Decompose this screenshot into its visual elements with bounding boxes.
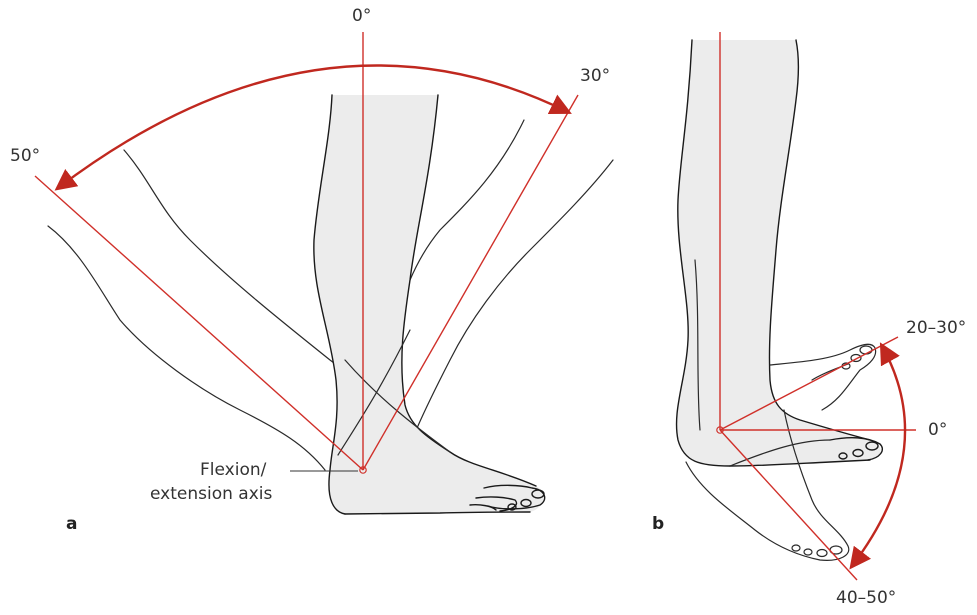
- panel-b-figure: [677, 32, 916, 580]
- plantarflexion-axis-line: [35, 176, 363, 470]
- panel-label-b: b: [652, 514, 664, 534]
- angle-label-lower-b: 40–50°: [836, 588, 896, 608]
- range-of-motion-arc-a: [58, 65, 568, 188]
- frontal-leg-fill: [677, 40, 881, 466]
- dorsiflexed-leg-outline: [412, 160, 613, 440]
- dorsiflexed-foot-outline: [770, 344, 876, 410]
- neutral-leg-fill: [314, 95, 544, 514]
- angle-label-upper-b: 20–30°: [906, 318, 966, 338]
- angle-label-plantarflexion-a: 50°: [10, 146, 40, 166]
- panel-label-a: a: [66, 514, 77, 534]
- axis-label-line1: Flexion/: [200, 460, 266, 480]
- dorsiflexed-foot-toes: [812, 346, 872, 380]
- angle-label-neutral-a: 0°: [352, 6, 371, 26]
- angle-label-neutral-b: 0°: [928, 420, 947, 440]
- axis-label-line2: extension axis: [150, 484, 272, 504]
- angle-label-dorsiflexion-a: 30°: [580, 66, 610, 86]
- plantarflexed-leg-outline: [48, 226, 325, 470]
- panel-a-figure: [35, 32, 613, 514]
